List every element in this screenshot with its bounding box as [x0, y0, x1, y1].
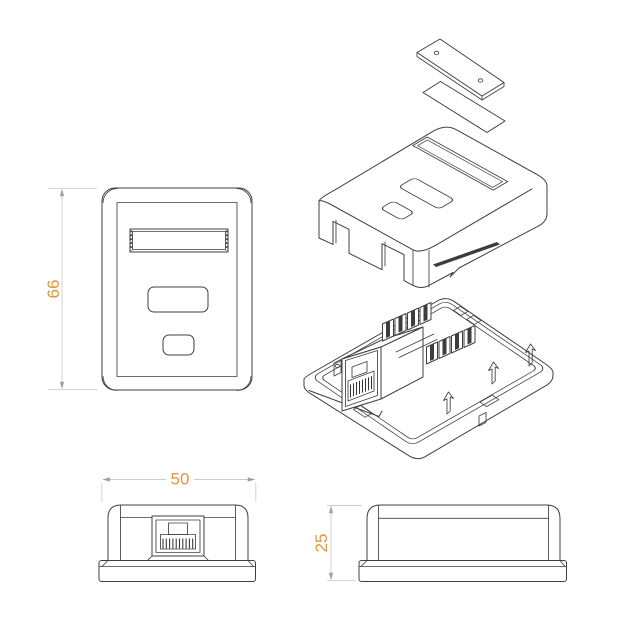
- dimension-height-value: 66: [44, 280, 63, 299]
- front-small-window: [162, 334, 195, 356]
- label-sheet: [422, 81, 506, 133]
- rj45-pin-cavity: [160, 534, 196, 550]
- cover-mid-window: [399, 178, 454, 209]
- front-mid-window: [147, 286, 209, 313]
- rj45-socket-inner: [345, 350, 378, 407]
- side-flange: [358, 560, 567, 582]
- dimension-width-value: 50: [171, 470, 190, 489]
- rj45-cavity: [347, 370, 375, 402]
- front-label-window: [129, 228, 229, 253]
- cover-top-openings: [381, 136, 509, 220]
- bottom-rj45-port: [147, 515, 209, 561]
- cover-small-window: [381, 201, 413, 220]
- base-clips: [333, 343, 536, 427]
- idc-divider: [395, 333, 438, 358]
- cover-latch-slot: [433, 242, 500, 267]
- rj45-tab: [351, 361, 368, 378]
- front-view: [101, 187, 253, 391]
- dimension-height: 66: [44, 187, 97, 391]
- plate-hole-2: [477, 78, 484, 83]
- label-plate: [416, 38, 505, 101]
- base-outline: [303, 298, 554, 460]
- screw-hole: [334, 363, 341, 369]
- floor-post: [478, 412, 487, 427]
- idc-row-back: [382, 302, 432, 342]
- rim-post-1: [452, 306, 469, 316]
- dimension-depth: 25: [312, 505, 362, 582]
- label-plate-thickness: [416, 52, 505, 101]
- front-outer-outline: [101, 187, 253, 391]
- cover-label-recess-inner: [417, 139, 504, 188]
- rim-slot-front: [352, 405, 373, 418]
- front-corner-fillets: [102, 188, 252, 391]
- front-inner-face: [116, 202, 238, 377]
- dimension-depth-value: 25: [312, 534, 331, 553]
- side-flange-chamfers: [360, 560, 566, 567]
- side-view: [358, 504, 567, 582]
- side-body: [366, 504, 561, 561]
- rj45-module: [341, 302, 476, 412]
- dimension-width: 50: [101, 470, 257, 502]
- exploded-base: [303, 298, 554, 460]
- idc-row-front: [426, 325, 476, 365]
- rj45-pins: [349, 376, 373, 398]
- bottom-body: [107, 504, 249, 561]
- front-label-window-inner: [132, 231, 226, 250]
- cover-corner-edges: [335, 219, 430, 288]
- bottom-corner-edges: [120, 504, 236, 561]
- screw-post: [333, 359, 342, 377]
- rj45-surround: [151, 515, 205, 557]
- bottom-view: [98, 504, 256, 582]
- side-corner-edges: [378, 504, 549, 561]
- rj45-socket-face: [341, 346, 382, 412]
- rim-slot-right: [479, 394, 500, 407]
- rim-post-2: [466, 315, 482, 325]
- rj45-opening: [155, 519, 201, 553]
- floor-shadow-edge: [308, 390, 383, 417]
- bottom-flange: [98, 560, 256, 582]
- exploded-view: [303, 38, 554, 460]
- bottom-flange-chamfers: [101, 560, 254, 567]
- cover-label-recess: [412, 136, 509, 191]
- exploded-cover: [318, 126, 548, 288]
- plate-hole-1: [433, 50, 440, 56]
- rj45-port-pins: [162, 538, 194, 549]
